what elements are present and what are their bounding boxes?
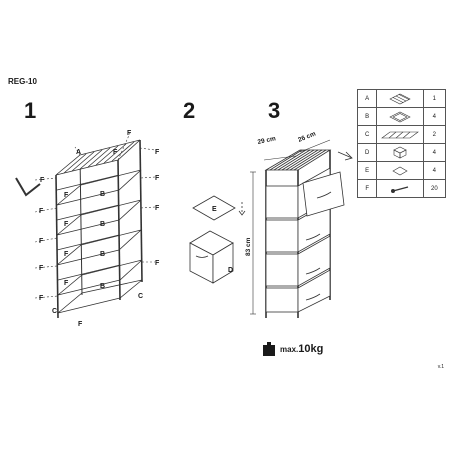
part-label-d: D (228, 267, 233, 274)
part-label-f: F (155, 175, 160, 182)
parts-row: F 20 (356, 179, 447, 198)
part-label-f: F (64, 192, 69, 199)
part-quantity: 1 (422, 89, 447, 108)
parts-row: A 1 (356, 89, 447, 108)
part-letter: A (356, 89, 378, 108)
drawer-base-panel-icon (376, 161, 424, 180)
part-label-b: B (100, 191, 105, 198)
part-label-f: F (113, 149, 118, 156)
part-quantity: 4 (422, 161, 447, 180)
part-label-b: B (100, 283, 105, 290)
step1-frame-drawing (15, 132, 156, 319)
screw-icon (376, 179, 424, 198)
height-dimension: 83 cm (245, 237, 252, 256)
part-label-f: F (40, 177, 45, 184)
max-load-text: max.10kg (280, 343, 323, 355)
part-letter: E (356, 161, 378, 180)
step2-drawer-drawing (189, 195, 246, 284)
part-label-f: F (155, 149, 160, 156)
depth-dimension: 29 cm (257, 135, 277, 146)
part-label-f: F (39, 295, 44, 302)
step-number-3: 3 (268, 98, 281, 123)
part-label-f: F (64, 251, 69, 258)
part-label-f: F (39, 265, 44, 272)
part-label-f: F (155, 205, 160, 212)
part-label-f: F (64, 221, 69, 228)
max-load-value: 10kg (298, 343, 324, 355)
part-letter: D (356, 143, 378, 162)
part-label-b: B (100, 221, 105, 228)
step3-assembled-drawing (250, 139, 353, 318)
part-quantity: 4 (422, 107, 447, 126)
parts-list-table: A 1 B 4 C 2 D 4 E (356, 89, 447, 198)
part-label-b: B (100, 251, 105, 258)
part-quantity: 2 (422, 125, 447, 144)
part-label-c: C (138, 293, 143, 300)
parts-row: D 4 (356, 143, 447, 162)
part-letter: F (356, 179, 378, 198)
side-ladder-frame-icon (376, 125, 424, 144)
part-label-f: F (155, 260, 160, 267)
part-letter: B (356, 107, 378, 126)
step-number-1: 1 (24, 98, 37, 123)
version-code: v.1 (437, 364, 444, 370)
part-label-f: F (127, 130, 132, 137)
parts-row: B 4 (356, 107, 447, 126)
part-label-c: C (52, 308, 57, 315)
max-load-prefix: max. (280, 345, 299, 354)
part-quantity: 4 (422, 143, 447, 162)
parts-row: C 2 (356, 125, 447, 144)
part-label-e: E (212, 206, 217, 213)
part-label-f: F (64, 280, 69, 287)
parts-row: E 4 (356, 161, 447, 180)
shelf-panel-icon (376, 107, 424, 126)
step-number-2: 2 (183, 98, 196, 123)
part-label-f: F (39, 238, 44, 245)
part-letter: C (356, 125, 378, 144)
slatted-top-icon (376, 89, 424, 108)
part-quantity: 20 (422, 179, 447, 198)
part-label-a: A (76, 149, 81, 156)
max-load-indicator: max.10kg (262, 341, 323, 357)
fabric-drawer-icon (376, 143, 424, 162)
width-dimension: 26 cm (297, 130, 317, 143)
weight-icon (263, 342, 275, 356)
part-label-f: F (78, 321, 83, 328)
model-code: REG-10 (8, 77, 37, 86)
part-label-f: F (39, 208, 44, 215)
